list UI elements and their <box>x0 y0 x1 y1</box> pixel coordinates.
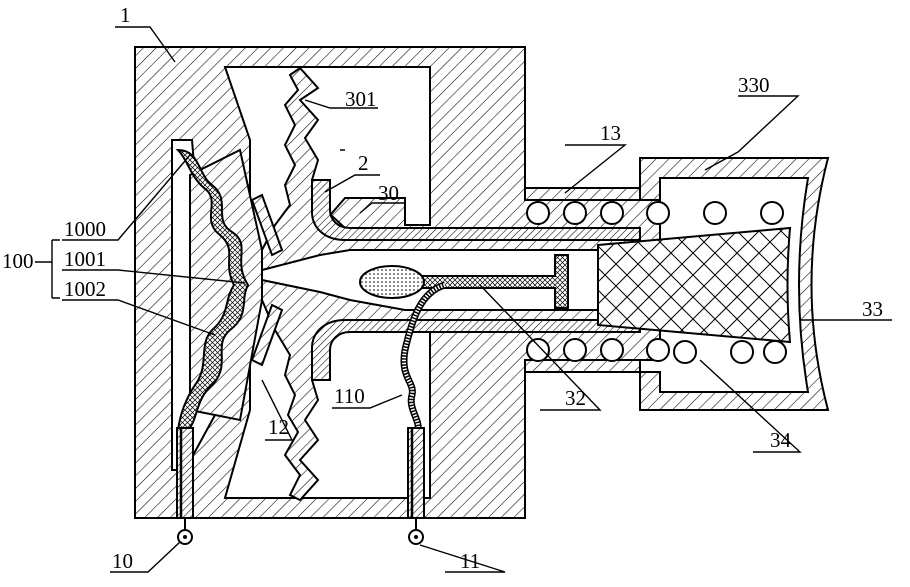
label-11: 11 <box>460 549 480 573</box>
label-1001: 1001 <box>64 247 106 271</box>
rod-bulb <box>360 266 424 298</box>
label-301: 301 <box>345 87 377 111</box>
label-33: 33 <box>862 297 883 321</box>
label-1000: 1000 <box>64 217 106 241</box>
plunger-33 <box>598 228 790 342</box>
label-34: 34 <box>770 428 792 452</box>
label-2: 2 <box>358 151 369 175</box>
label-110: 110 <box>334 384 365 408</box>
label-32: 32 <box>565 386 586 410</box>
label-10: 10 <box>112 549 133 573</box>
label-12: 12 <box>268 415 289 439</box>
label-100: 100 <box>2 249 34 273</box>
terminal-10 <box>177 428 193 544</box>
label-330: 330 <box>738 73 770 97</box>
label-30: 30 <box>378 181 399 205</box>
label-1002: 1002 <box>64 277 106 301</box>
label-1: 1 <box>120 3 131 27</box>
terminal-11 <box>408 428 424 544</box>
label-13: 13 <box>600 121 621 145</box>
